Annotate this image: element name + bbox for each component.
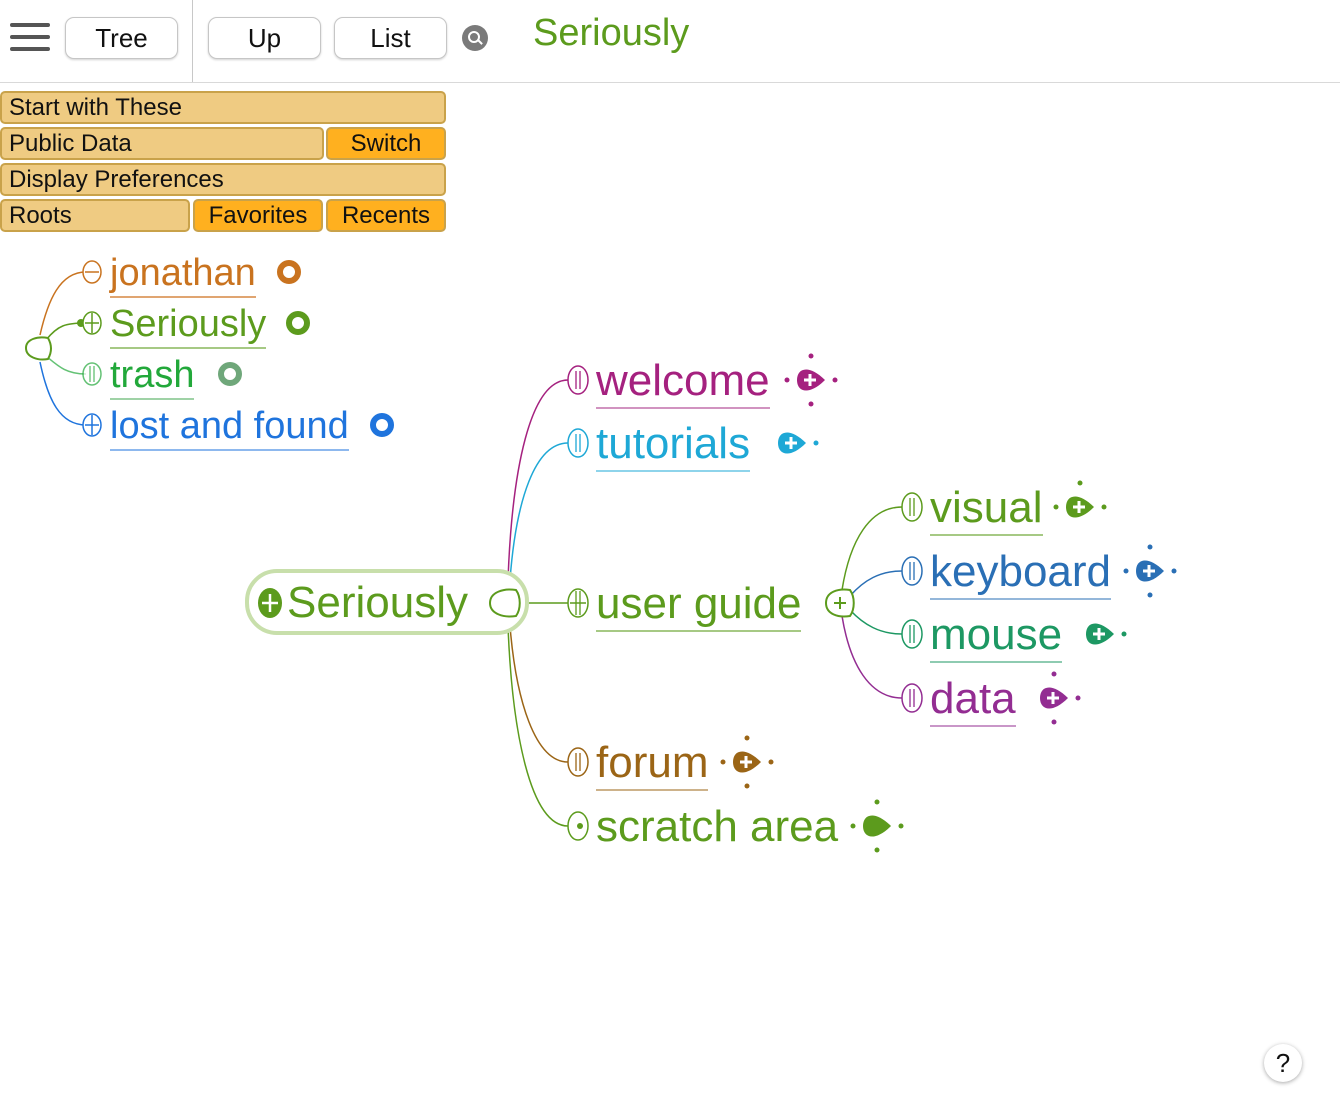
recents-button[interactable]: Recents bbox=[326, 199, 446, 232]
roots-connector-jonathan bbox=[39, 271, 87, 336]
connector-welcome bbox=[507, 379, 569, 581]
connector-keyboard bbox=[849, 570, 903, 597]
roots-item-trash[interactable]: trash bbox=[110, 356, 195, 400]
connector-tutorials bbox=[509, 442, 569, 581]
node-welcome[interactable]: welcome bbox=[596, 359, 770, 409]
connector-visual bbox=[841, 506, 903, 591]
connector-data bbox=[841, 615, 903, 699]
connector-mouse bbox=[849, 609, 903, 635]
roots-button[interactable]: Roots bbox=[0, 199, 190, 232]
roots-item-jonathan[interactable]: jonathan bbox=[110, 254, 256, 298]
roots-item-lost-and-found[interactable]: lost and found bbox=[110, 407, 349, 451]
connector-scratch-area bbox=[507, 625, 569, 827]
switch-button[interactable]: Switch bbox=[326, 127, 446, 160]
node-keyboard[interactable]: keyboard bbox=[930, 550, 1112, 600]
node-forum[interactable]: forum bbox=[596, 741, 709, 791]
node-visual[interactable]: visual bbox=[930, 486, 1043, 536]
node-user-guide[interactable]: user guide bbox=[596, 582, 802, 632]
roots-item-seriously[interactable]: Seriously bbox=[110, 305, 267, 349]
breadcrumb[interactable]: Seriously bbox=[533, 12, 690, 54]
focus-title[interactable]: Seriously bbox=[287, 578, 468, 627]
node-tutorials[interactable]: tutorials bbox=[596, 422, 751, 472]
hamburger-menu-icon[interactable] bbox=[10, 23, 50, 53]
roots-hub-icon[interactable] bbox=[24, 336, 52, 361]
start-with-these-button[interactable]: Start with These bbox=[0, 91, 446, 124]
list-button[interactable]: List bbox=[334, 17, 447, 59]
node-scratch-area[interactable]: scratch area bbox=[596, 802, 839, 851]
help-button[interactable]: ? bbox=[1264, 1044, 1302, 1082]
search-icon[interactable] bbox=[462, 25, 488, 51]
display-preferences-button[interactable]: Display Preferences bbox=[0, 163, 446, 196]
favorites-button[interactable]: Favorites bbox=[193, 199, 323, 232]
roots-connector-trash bbox=[45, 355, 87, 375]
node-data[interactable]: data bbox=[930, 677, 1016, 727]
up-button[interactable]: Up bbox=[208, 17, 321, 59]
roots-connector-seriously bbox=[45, 322, 87, 341]
roots-connector-lost-and-found bbox=[39, 361, 87, 426]
connector-forum bbox=[509, 625, 569, 763]
focus-node-seriously[interactable] bbox=[245, 569, 529, 635]
toolbar-divider bbox=[192, 0, 193, 82]
public-data-button[interactable]: Public Data bbox=[0, 127, 324, 160]
tree-button[interactable]: Tree bbox=[65, 17, 178, 59]
node-mouse[interactable]: mouse bbox=[930, 613, 1063, 663]
toolbar: Tree Up List Seriously bbox=[0, 0, 1340, 83]
